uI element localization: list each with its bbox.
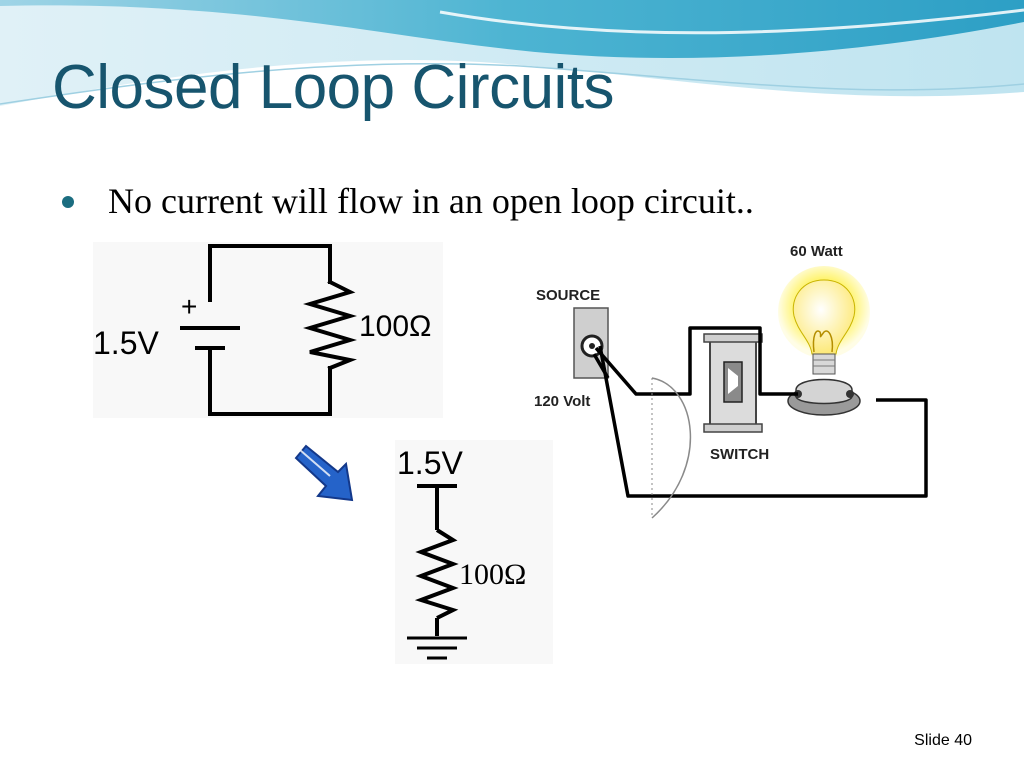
wire-source-lead [592, 353, 610, 379]
watt-label: 60 Watt [790, 243, 843, 260]
slide-title: Closed Loop Circuits [52, 53, 615, 122]
circuit-schematic: + 1.5V 100Ω [93, 242, 443, 418]
resistance-label: 100Ω [359, 310, 431, 343]
wave-header [0, 0, 1024, 106]
plus-label: + [181, 291, 197, 322]
wire-loop [598, 345, 928, 498]
source-label: SOURCE [536, 287, 600, 304]
wave-line [0, 62, 1024, 105]
switch-label: SWITCH [710, 446, 769, 463]
ground-icon [407, 636, 467, 660]
volt-label: 120 Volt [534, 393, 590, 410]
wave-streak [439, 8, 1024, 35]
resistor-icon [414, 528, 459, 620]
battery-icon [180, 326, 240, 350]
wire-cover [651, 377, 692, 519]
wiring-diagram: 60 Watt SOURCE 120 Volt [534, 243, 928, 519]
slide-number: Slide 40 [914, 732, 972, 749]
wave-dark [0, 0, 1024, 59]
switch-icon [703, 333, 763, 433]
wire-to-switch [594, 326, 798, 396]
arrow-icon [294, 444, 354, 502]
resistance-label: 100Ω [459, 558, 526, 591]
grounded-schematic: 1.5V 100Ω [395, 440, 553, 664]
voltage-label: 1.5V [93, 325, 159, 361]
bullet-dot-icon [62, 196, 74, 208]
resistor-icon [303, 279, 357, 371]
voltage-label: 1.5V [397, 445, 463, 481]
light-bulb-icon [778, 266, 870, 416]
bullet-text: No current will flow in an open loop cir… [108, 181, 754, 221]
